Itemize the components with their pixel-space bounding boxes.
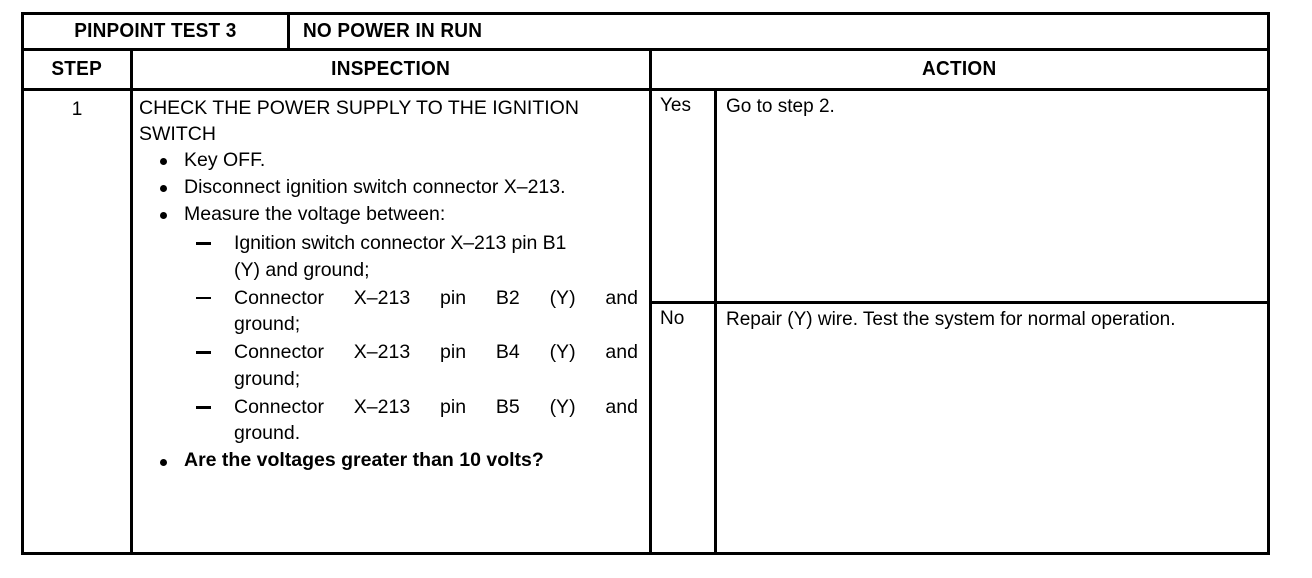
sub-list-item-line-2: ground; [234,313,301,336]
test-id-label: PINPOINT TEST 3 [74,20,237,42]
step-number-cell: 1 [24,91,133,552]
header-label-action: ACTION [922,58,997,80]
symptom-cell: NO POWER IN RUN [290,15,1267,48]
inspection-question-label: Are the voltages greater than 10 volts? [184,448,544,471]
answer-row-no: No Repair (Y) wire. Test the system for … [652,304,1267,552]
table-row: 1 CHECK THE POWER SUPPLY TO THE IGNITION… [24,91,1267,552]
pinpoint-test-table: PINPOINT TEST 3 NO POWER IN RUN STEP INS… [21,12,1270,555]
column-header-row: STEP INSPECTION ACTION [24,51,1267,91]
test-id-cell: PINPOINT TEST 3 [24,15,290,48]
sub-list-item: Ignition switch connector X–213 pin B1 (… [139,230,641,283]
inspection-heading: CHECK THE POWER SUPPLY TO THE IGNITION S… [139,97,579,145]
inspection-sub-list: Ignition switch connector X–213 pin B1 (… [139,230,641,447]
answer-label-yes: Yes [652,91,717,301]
sub-list-item-line-2: (Y) and ground; [234,258,370,281]
answer-row-yes: Yes Go to step 2. [652,91,1267,304]
list-item: Are the voltages greater than 10 volts? [139,448,604,474]
list-item: Key OFF. [139,148,641,174]
sub-list-item-line-2: ground; [234,367,301,390]
header-label-step: STEP [51,58,103,80]
inspection-question-list: Are the voltages greater than 10 volts? [139,448,641,474]
dash-icon [196,351,211,354]
action-text-no: Repair (Y) wire. Test the system for nor… [726,309,1176,330]
header-cell-inspection: INSPECTION [133,51,652,88]
list-item: Measure the voltage between: [139,202,641,228]
symptom-label: NO POWER IN RUN [303,20,483,42]
sub-list-item-line-2: ground. [234,422,301,445]
step-number: 1 [71,99,83,120]
answer-label-no: No [652,304,717,552]
bullet-icon [160,158,167,166]
list-item-label: Key OFF. [184,149,266,172]
list-item-label: Disconnect ignition switch connector X–2… [184,176,566,199]
dash-icon [196,242,211,245]
table-title-row: PINPOINT TEST 3 NO POWER IN RUN [24,15,1267,51]
bullet-icon [160,212,167,220]
header-cell-step: STEP [24,51,133,88]
dash-icon [196,406,211,409]
sub-list-item-line-1: Ignition switch connector X–213 pin B1 [234,232,567,255]
inspection-cell: CHECK THE POWER SUPPLY TO THE IGNITION S… [133,91,652,552]
list-item: Disconnect ignition switch connector X–2… [139,175,641,201]
bullet-icon [160,185,167,193]
inspection-bullet-list: Key OFF. Disconnect ignition switch conn… [139,148,641,228]
list-item-label: Measure the voltage between: [184,203,446,226]
dash-icon [196,296,211,300]
action-text-yes: Go to step 2. [726,96,835,117]
header-label-inspection: INSPECTION [331,58,451,80]
bullet-icon [160,458,167,466]
header-cell-action: ACTION [652,51,1267,88]
action-cell: Yes Go to step 2. No Repair (Y) wire. Te… [652,91,1267,552]
